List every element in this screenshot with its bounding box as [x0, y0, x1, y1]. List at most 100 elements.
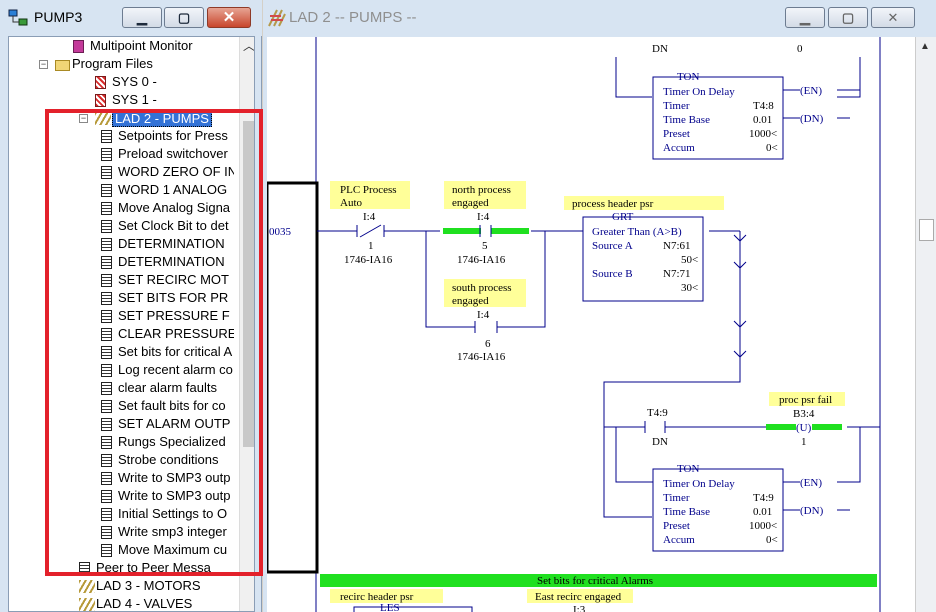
ladder-canvas[interactable]: 0035 DN 0 TON Timer On Delay Timer T4:8 … [267, 37, 915, 612]
tree-item[interactable]: Strobe conditions [9, 451, 234, 469]
timer-2-row-value: 0< [766, 534, 778, 546]
contact-plc-process[interactable]: PLC Process Auto I:4 1 1746-IA16 [330, 181, 410, 266]
collapse-icon[interactable]: − [79, 113, 88, 123]
tree-item[interactable]: Move Maximum cu [9, 541, 234, 559]
tree-scroll-thumb[interactable] [243, 121, 254, 447]
tree-item[interactable]: −LAD 2 - PUMPS [9, 109, 234, 127]
energized-segment [491, 228, 529, 234]
tree-item[interactable]: LAD 3 - MOTORS [9, 577, 234, 595]
timer-block-2[interactable]: TON Timer On Delay Timer T4:9 Time Base … [615, 427, 861, 552]
tree-item-label: Initial Settings to O [118, 506, 228, 521]
tree-item[interactable]: Set fault bits for co [9, 397, 234, 415]
tree-item-label: Peer to Peer Messa [96, 560, 211, 575]
comment-process-header-psr [564, 196, 724, 210]
comment-proc-psr-fail [769, 392, 845, 406]
tree-item-label: WORD ZERO OF IN [118, 164, 234, 179]
tree-item[interactable]: Set bits for critical A [9, 343, 234, 361]
tree-item[interactable]: Preload switchover [9, 145, 234, 163]
timer-2-row-name: Time Base [663, 506, 710, 518]
tree-item[interactable]: SET RECIRC MOT [9, 271, 234, 289]
close-button[interactable]: ✕ [207, 7, 251, 28]
les-box[interactable] [353, 606, 473, 612]
contact-t4-9-dn[interactable]: T4:9 DN [644, 407, 668, 448]
ladder-maximize-button[interactable]: ▢ [828, 7, 868, 28]
rung-icon [101, 508, 112, 521]
tree-item[interactable]: SET BITS FOR PR [9, 289, 234, 307]
comment-line: south process [452, 282, 512, 294]
tree-item[interactable]: Rungs Specialized [9, 433, 234, 451]
tree-item-label: CLEAR PRESSURE [118, 326, 234, 341]
rung-icon [101, 184, 112, 197]
timer-block-1[interactable]: TON Timer On Delay Timer T4:8 Time Base … [652, 71, 860, 160]
timer-1-row-name: Timer [663, 100, 690, 112]
tree-item[interactable]: Log recent alarm co [9, 361, 234, 379]
timer-1-box [652, 76, 784, 160]
tree-item[interactable]: −Program Files [9, 55, 234, 73]
tree-item[interactable]: Setpoints for Press [9, 127, 234, 145]
ladder-window-title: LAD 2 -- PUMPS -- [289, 9, 417, 26]
project-titlebar[interactable]: PUMP3 ▁ ▢ ✕ [0, 0, 262, 36]
grt-header: GRT [612, 211, 634, 223]
rung-icon [101, 256, 112, 269]
tree-item[interactable]: WORD 1 ANALOG [9, 181, 234, 199]
tree-item[interactable]: Write smp3 integer [9, 523, 234, 541]
collapse-icon[interactable]: − [39, 59, 48, 69]
timer-2-en-coil: (EN) [800, 477, 822, 489]
grt-source-b-value: 30< [681, 282, 698, 294]
minimize-icon: ▁ [800, 10, 810, 25]
tree-item[interactable]: Write to SMP3 outp [9, 469, 234, 487]
timer-1-row-name: Time Base [663, 114, 710, 126]
contact-address: I:4 [363, 211, 376, 223]
comment-line: Auto [340, 197, 363, 209]
tree-item[interactable]: Move Analog Signa [9, 199, 234, 217]
tree-item-label: clear alarm faults [118, 380, 217, 395]
scroll-up-icon[interactable]: ▲ [920, 41, 930, 52]
rung-number-box[interactable] [267, 181, 319, 574]
tree-item[interactable]: SYS 0 - [9, 73, 234, 91]
south-branch-wire [425, 231, 546, 328]
grt-source-a-value: 50< [681, 254, 698, 266]
tree-item[interactable]: SET PRESSURE F [9, 307, 234, 325]
ladder-close-button[interactable]: ✕ [871, 7, 915, 28]
contact-address: I:4 [477, 309, 490, 321]
ladder-scrollbar[interactable]: ▲ [915, 37, 936, 612]
tree-item[interactable]: SYS 1 - [9, 91, 234, 109]
tree-item-label: Write smp3 integer [118, 524, 227, 539]
rung-icon [101, 310, 112, 323]
timer-1-dn-coil: (DN) [800, 113, 824, 125]
minimize-button[interactable]: ▁ [122, 7, 162, 28]
tree-item[interactable]: clear alarm faults [9, 379, 234, 397]
rung-icon [101, 166, 112, 179]
grt-instruction[interactable]: process header psr GRT Greater Than (A>B… [564, 196, 724, 302]
ladder-titlebar[interactable]: LAD 2 -- PUMPS -- ▁ ▢ ✕ [263, 0, 936, 37]
tree-item[interactable]: SET ALARM OUTP [9, 415, 234, 433]
tree-item[interactable]: Write to SMP3 outp [9, 487, 234, 505]
ladder-scroll-thumb[interactable] [919, 219, 934, 241]
tree-item[interactable]: Peer to Peer Messa [9, 559, 234, 577]
tree-item[interactable]: Multipoint Monitor [9, 37, 234, 55]
contact-south-process[interactable]: south process engaged I:4 6 1746-IA16 [444, 279, 526, 363]
energized-segment [766, 424, 796, 430]
contact-address: I:4 [477, 211, 490, 223]
tree-item[interactable]: WORD ZERO OF IN [9, 163, 234, 181]
tree-item-label: Set fault bits for co [118, 398, 226, 413]
tree-item-label: SET RECIRC MOT [118, 272, 229, 287]
rung-banner[interactable] [320, 574, 877, 587]
tree-scrollbar[interactable]: ︿ [239, 37, 255, 611]
comment-east-recirc [527, 589, 633, 603]
scroll-up-icon[interactable]: ︿ [242, 39, 255, 53]
tree-item[interactable]: Set Clock Bit to det [9, 217, 234, 235]
tree-item[interactable]: LAD 4 - VALVES [9, 595, 234, 611]
coil-proc-psr-fail[interactable]: proc psr fail B3:4 (U) 1 [766, 392, 845, 448]
tree-item[interactable]: DETERMINATION [9, 235, 234, 253]
tree-item[interactable]: Initial Settings to O [9, 505, 234, 523]
tree-item[interactable]: CLEAR PRESSURE [9, 325, 234, 343]
contact-north-process[interactable]: north process engaged I:4 5 1746-IA16 [443, 181, 529, 266]
maximize-button[interactable]: ▢ [164, 7, 204, 28]
timer-1-row-value: 0< [766, 142, 778, 154]
rung-number: 0035 [269, 226, 292, 238]
ladder-minimize-button[interactable]: ▁ [785, 7, 825, 28]
tree-item[interactable]: DETERMINATION [9, 253, 234, 271]
tree-item-label: DETERMINATION [118, 254, 225, 269]
